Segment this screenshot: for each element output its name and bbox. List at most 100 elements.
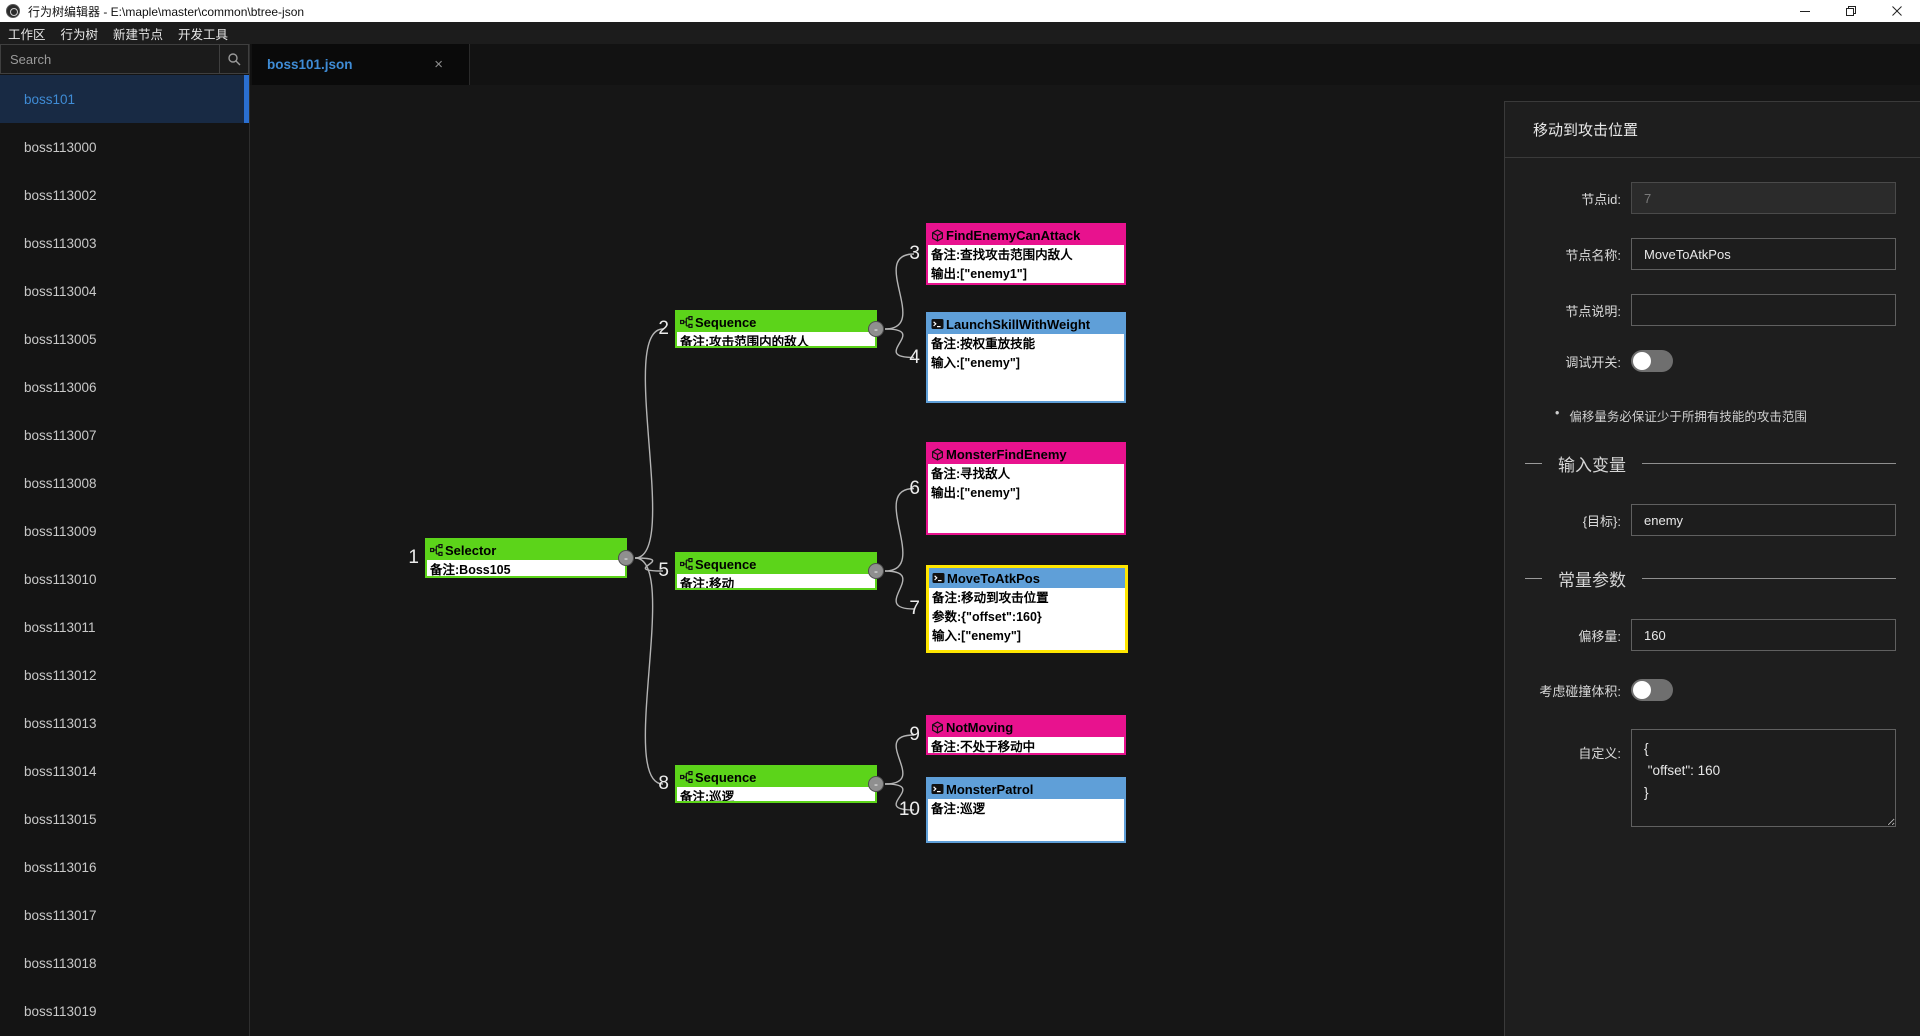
node-number-10: 10 <box>898 799 920 820</box>
target-field[interactable] <box>1631 504 1896 536</box>
collision-toggle[interactable] <box>1631 679 1673 701</box>
minimize-button[interactable] <box>1782 0 1828 22</box>
target-label: {目标}: <box>1582 513 1621 529</box>
offset-label: 偏移量: <box>1578 628 1621 644</box>
tree-node-Sequence[interactable]: Sequence 备注:巡逻 <box>675 765 877 803</box>
node-number-5: 5 <box>658 560 669 581</box>
bullet-icon: • <box>1555 406 1560 420</box>
node-name-row: 节点名称: <box>1525 238 1896 270</box>
list-item-boss113012[interactable]: boss113012 <box>24 667 97 683</box>
node-title: Sequence <box>695 556 757 572</box>
condition-cube-icon <box>932 720 943 734</box>
menu-item-1[interactable]: 行为树 <box>60 27 99 42</box>
menu-item-2[interactable]: 新建节点 <box>113 27 164 42</box>
section-const-params-label: 常量参数 <box>1558 571 1626 590</box>
list-item-boss113004[interactable]: boss113004 <box>24 283 97 299</box>
list-item-boss113010[interactable]: boss113010 <box>24 571 97 587</box>
restore-button[interactable] <box>1828 0 1874 22</box>
node-out-port-8[interactable]: - <box>868 776 884 792</box>
debug-toggle[interactable] <box>1631 350 1673 372</box>
node-body: 备注:不处于移动中 <box>931 740 1036 754</box>
node-name-field[interactable] <box>1631 238 1896 270</box>
node-body: 备注:攻击范围内的敌人 <box>680 335 810 348</box>
edge-5-7 <box>884 570 915 610</box>
tab-boss101[interactable]: boss101.json × <box>252 44 470 85</box>
search-icon <box>228 53 241 66</box>
list-item-boss113018[interactable]: boss113018 <box>24 955 97 971</box>
custom-row: 自定义: { "offset": 160 } <box>1525 729 1896 827</box>
list-item-boss113013[interactable]: boss113013 <box>24 715 97 731</box>
list-item-boss113007[interactable]: boss113007 <box>24 427 97 443</box>
edge-layer <box>634 253 915 811</box>
debug-toggle-knob <box>1633 352 1651 370</box>
list-item-boss113017[interactable]: boss113017 <box>24 907 97 923</box>
window-title: 行为树编辑器 - E:\maple\master\common\btree-js… <box>28 4 305 19</box>
node-body: 备注:巡逻 <box>931 802 986 816</box>
list-item-boss113008[interactable]: boss113008 <box>24 475 97 491</box>
custom-label: 自定义: <box>1578 746 1621 761</box>
panel-body: 节点id: 节点名称: 节点说明: 调试开关: • 偏移量务必保证少于所拥有技能… <box>1505 158 1920 827</box>
node-body: 备注:Boss105 <box>430 563 511 577</box>
node-body: 备注:查找攻击范围内敌人输出:["enemy1"] <box>931 248 1073 281</box>
list-item-boss113000[interactable]: boss113000 <box>24 139 97 155</box>
list-item-boss113016[interactable]: boss113016 <box>24 859 97 875</box>
node-body: 备注:巡逻 <box>680 790 735 803</box>
node-title: MonsterPatrol <box>946 781 1034 797</box>
tree-node-MonsterPatrol[interactable]: MonsterPatrol 备注:巡逻 <box>926 777 1126 843</box>
list-item-boss113014[interactable]: boss113014 <box>24 763 97 779</box>
custom-json-field[interactable]: { "offset": 160 } <box>1631 729 1896 827</box>
node-desc-label: 节点说明: <box>1565 303 1621 319</box>
list-item-boss101[interactable]: boss101 <box>0 75 249 123</box>
menu-item-3[interactable]: 开发工具 <box>178 27 229 42</box>
offset-field[interactable] <box>1631 619 1896 651</box>
action-terminal-icon <box>931 319 944 329</box>
list-item-boss113011[interactable]: boss113011 <box>24 619 96 635</box>
list-item-boss113009[interactable]: boss113009 <box>24 523 97 539</box>
tab-close-icon[interactable]: × <box>434 56 443 73</box>
action-terminal-icon <box>932 573 945 583</box>
app-icon <box>6 4 20 18</box>
section-dash-icon <box>1525 578 1542 579</box>
target-row: {目标}: <box>1525 504 1896 536</box>
node-out-port-1[interactable]: - <box>618 550 634 566</box>
menu-item-0[interactable]: 工作区 <box>8 27 46 42</box>
window-controls <box>1782 0 1920 22</box>
node-number-1: 1 <box>408 547 419 568</box>
list-item-boss113005[interactable]: boss113005 <box>24 331 97 347</box>
list-item-boss113002[interactable]: boss113002 <box>24 187 97 203</box>
list-item-boss113003[interactable]: boss113003 <box>24 235 97 251</box>
list-item-boss113015[interactable]: boss113015 <box>24 811 97 827</box>
minimize-icon <box>1800 11 1810 12</box>
node-number-7: 7 <box>909 598 920 619</box>
search-button[interactable] <box>220 44 249 74</box>
node-desc-field[interactable] <box>1631 294 1896 326</box>
list-item-boss113006[interactable]: boss113006 <box>24 379 97 395</box>
node-title: Sequence <box>695 769 757 785</box>
behavior-tree-list: boss101 boss113000 boss113002 boss113003 bos… <box>0 75 249 1036</box>
list-item-boss113019[interactable]: boss113019 <box>24 1003 97 1019</box>
section-const-params: 常量参数 <box>1525 566 1896 591</box>
collision-toggle-knob <box>1633 681 1651 699</box>
debug-toggle-row: 调试开关: <box>1525 350 1896 372</box>
node-id-field <box>1631 182 1896 214</box>
search-input[interactable] <box>0 44 220 74</box>
node-out-port-5[interactable]: - <box>868 563 884 579</box>
section-input-vars: 输入变量 <box>1525 451 1896 476</box>
collision-toggle-row: 考虑碰撞体积: <box>1525 679 1896 701</box>
node-number-4: 4 <box>909 346 920 368</box>
offset-row: 偏移量: <box>1525 619 1896 651</box>
tab-label: boss101.json <box>267 57 353 72</box>
close-icon <box>1892 6 1902 16</box>
node-out-port-2[interactable]: - <box>868 321 884 337</box>
offset-note-text: 偏移量务必保证少于所拥有技能的攻击范围 <box>1569 410 1807 424</box>
close-button[interactable] <box>1874 0 1920 22</box>
node-id-label: 节点id: <box>1581 191 1621 207</box>
